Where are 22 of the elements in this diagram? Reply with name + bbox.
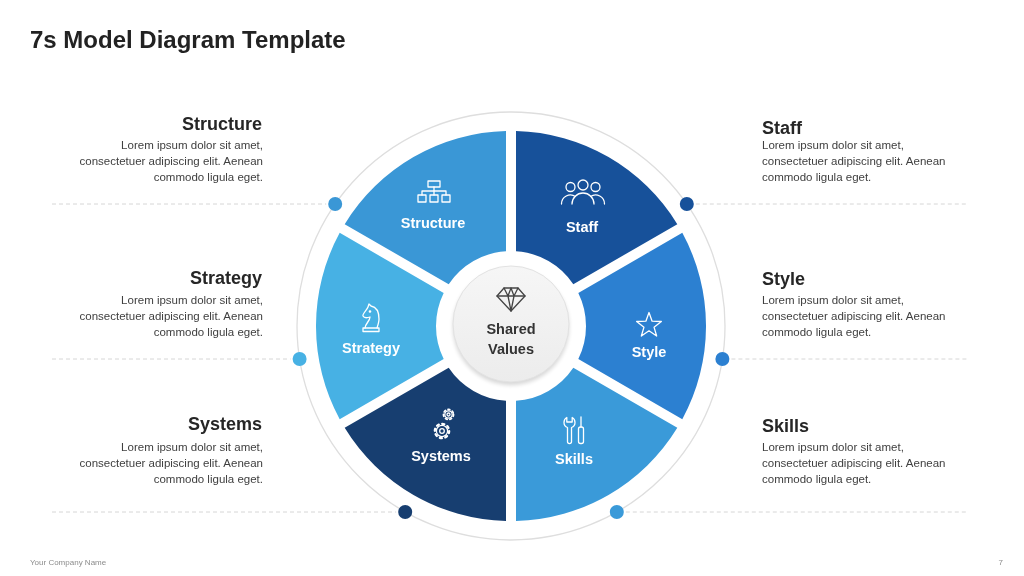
section-description: Lorem ipsum dolor sit amet, consectetuer adipiscing elit. Aenean commodo ligula eget. xyxy=(762,138,947,185)
section-heading: Style xyxy=(762,268,806,290)
section-description: Lorem ipsum dolor sit amet, consectetuer adipiscing elit. Aenean commodo ligula eget. xyxy=(78,293,263,340)
segment-label: Systems xyxy=(411,447,471,465)
section-description: Lorem ipsum dolor sit amet, consectetuer adipiscing elit. Aenean commodo ligula eget. xyxy=(78,138,263,185)
segment-label: Structure xyxy=(400,214,466,232)
slide-title: 7s Model Diagram Template xyxy=(30,25,346,55)
section-description: Lorem ipsum dolor sit amet, consectetuer adipiscing elit. Aenean commodo ligula eget. xyxy=(762,293,947,340)
segment-label: Strategy xyxy=(342,339,400,357)
section-heading: Systems xyxy=(187,413,262,435)
segment-label: Staff xyxy=(565,218,599,236)
section-description: Lorem ipsum dolor sit amet, consectetuer adipiscing elit. Aenean commodo ligula eget. xyxy=(762,440,947,487)
segment-label: Skills xyxy=(555,450,593,468)
page-number: 7 xyxy=(998,558,1003,568)
section-heading: Staff xyxy=(762,117,802,139)
center-label: Shared Values xyxy=(485,320,537,359)
segment-label: Style xyxy=(631,343,667,361)
section-heading: Skills xyxy=(762,415,810,437)
section-heading: Strategy xyxy=(189,267,262,289)
footer-text: Your Company Name xyxy=(30,558,107,568)
section-description: Lorem ipsum dolor sit amet, consectetuer adipiscing elit. Aenean commodo ligula eget. xyxy=(78,440,263,487)
section-heading: Structure xyxy=(182,113,262,135)
